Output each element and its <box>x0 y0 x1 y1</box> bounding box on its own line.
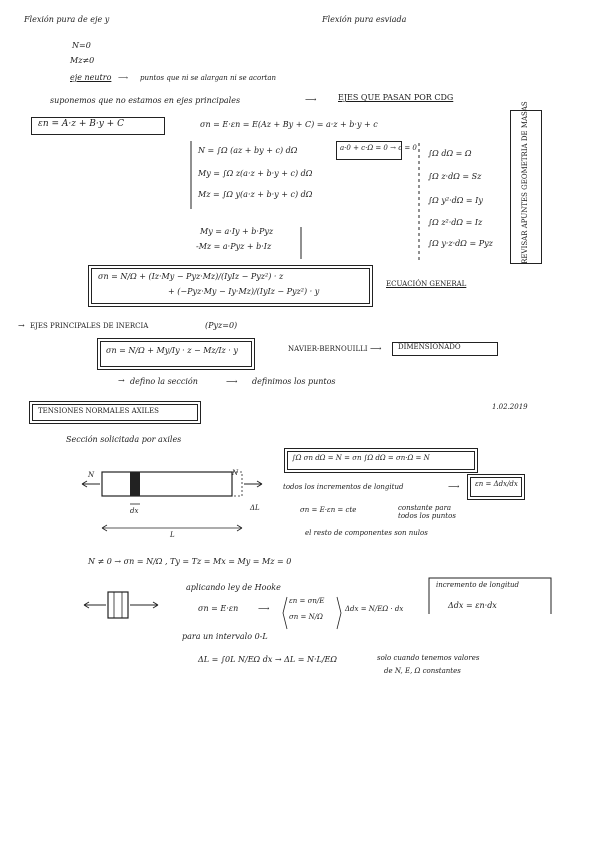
integral-formula: ∫Ω σn dΩ = N = σn ∫Ω dΩ = σn·Ω = N <box>292 454 430 462</box>
assumption-arrow: ⟶ <box>305 95 317 104</box>
c-zero-box <box>336 141 402 160</box>
hooke-text: aplicando ley de Hooke <box>186 583 281 592</box>
increment-title: incremento de longitud <box>436 581 520 589</box>
property-sz: ∫Ω z·dΩ = Sz <box>428 172 482 181</box>
assumption-text: suponemos que no estamos en ejes princip… <box>50 96 241 105</box>
increment-formula: Δdx = εn·dx <box>448 601 497 610</box>
eps-brace <box>282 596 288 630</box>
bar-dx-label: dx <box>130 507 139 515</box>
section-def-text: defino la sección <box>130 377 198 386</box>
general-formula-b: + (−Pyz·My − Iy·Mz)/(IyIz − Pyz²) · y <box>168 287 320 296</box>
moment-mz: -Mz = a·Pyz + b·Iz <box>196 242 272 251</box>
navier-arrow: ⟶ <box>370 344 382 353</box>
dimensionado-box <box>392 342 498 356</box>
properties-bracket <box>418 143 420 260</box>
eps-b: σn = N/Ω <box>289 613 323 621</box>
bar-diagram <box>81 471 263 532</box>
strain-result-box <box>467 474 525 500</box>
neutral-axis-arrow: ⟶ <box>118 74 129 82</box>
stress-formula: σn = E·εn = E(Az + By + C) = a·z + b·y +… <box>200 120 378 129</box>
equilibrium-mz: Mz = ∫Ω y(a·z + b·y + c) dΩ <box>198 190 313 199</box>
section-def-arrow2: ⟶ <box>226 377 238 386</box>
interval-text: para un intervalo 0-L <box>182 632 268 641</box>
navier-formula: σn = N/Ω + My/Iy · z − Mz/Iz · y <box>106 346 238 355</box>
property-area: ∫Ω dΩ = Ω <box>428 149 472 158</box>
strain-formula: εn = A·z + B·y + C <box>38 119 124 129</box>
neutral-axis-label: eje neutro <box>70 73 112 82</box>
general-label: ECUACIÓN GENERAL <box>386 280 467 288</box>
property-pyz: ∫Ω y·z·dΩ = Pyz <box>428 239 493 248</box>
dimensionado-label: DIMENSIONADO <box>398 343 461 351</box>
condition-mz: Mz≠0 <box>70 56 95 65</box>
principal-text: EJES PRINCIPALES DE INERCIA <box>30 322 149 330</box>
eps-brace-right <box>336 596 342 630</box>
bar-right-label: N <box>232 469 239 477</box>
assumption-result: EJES QUE PASAN POR CDG <box>338 93 454 102</box>
navier-name: NAVIER-BERNOUILLI <box>288 345 368 353</box>
equilibrium-bracket <box>190 141 192 209</box>
strain-result: εn = Δdx/dx <box>475 480 518 488</box>
constant-for-all: constante para todos los puntos <box>398 504 456 520</box>
principal-condition: (Pyz=0) <box>205 321 238 330</box>
axial-line: N ≠ 0 → σn = N/Ω , Ty = Tz = Mx = My = M… <box>88 557 292 566</box>
bar-delta-label: ΔL <box>250 504 260 512</box>
constants-text: de N, E, Ω constantes <box>384 667 461 675</box>
left-title: Flexión pura de eje y <box>24 15 110 24</box>
c-zero: a·0 + c·Ω = 0 → c = 0 <box>340 144 417 152</box>
same-increment-text: todos los incrementos de longitud <box>283 483 404 491</box>
strain-box <box>31 117 165 135</box>
bar-left-label: N <box>88 471 95 479</box>
ddx-formula: Δdx = N/EΩ · dx <box>345 605 404 613</box>
hooke-arrow: ⟶ <box>258 604 270 613</box>
right-title: Flexión pura esviada <box>322 15 407 24</box>
moment-my: My = a·Iy + b·Pyz <box>200 227 274 236</box>
moments-brace <box>300 227 302 259</box>
rest-zero: el resto de componentes son nulos <box>305 529 428 537</box>
constant-stress: σn = E·εn = cte <box>300 506 357 514</box>
strain-arrow: ⟶ <box>448 482 460 491</box>
section2-title: TENSIONES NORMALES AXILES <box>38 407 159 415</box>
principal-arrow: → <box>18 321 25 330</box>
element-diagram <box>83 591 159 619</box>
eps-a: εn = σn/E <box>289 597 325 605</box>
neutral-axis-text: puntos que ni se alargan ni se acortan <box>140 74 277 82</box>
geometry-side-box <box>510 110 542 264</box>
geometry-side-label: REVISAR APUNTES GEOMETRIA DE MASAS <box>521 101 530 264</box>
section2-title-box <box>29 401 201 424</box>
increment-bracket <box>428 577 552 614</box>
section2-subtitle: Sección solicitada por axiles <box>66 435 182 444</box>
hooke-eq: σn = E·εn <box>198 604 239 613</box>
equilibrium-n: N = ∫Ω (az + by + c) dΩ <box>198 146 298 155</box>
only-when-text: solo cuando tenemos valores <box>377 654 480 662</box>
general-equation-box <box>88 265 373 307</box>
general-formula-a: σn = N/Ω + (Iz·My − Pyz·Mz)/(IyIz − Pyz²… <box>98 272 284 281</box>
navier-box <box>97 338 255 370</box>
bar-length-label: L <box>170 531 175 539</box>
condition-n: N=0 <box>72 41 91 50</box>
delta-l-formula: ΔL = ∫0L N/EΩ dx → ΔL = N·L/EΩ <box>198 655 338 664</box>
equilibrium-my: My = ∫Ω z(a·z + b·y + c) dΩ <box>198 169 313 178</box>
section-def-result: definimos los puntos <box>252 377 336 386</box>
property-iy: ∫Ω y²·dΩ = Iy <box>428 196 483 205</box>
section2-date: 1.02.2019 <box>492 403 528 411</box>
section-def-arrow: → <box>118 376 125 385</box>
integral-box <box>284 448 478 473</box>
property-iz: ∫Ω z²·dΩ = Iz <box>428 218 483 227</box>
